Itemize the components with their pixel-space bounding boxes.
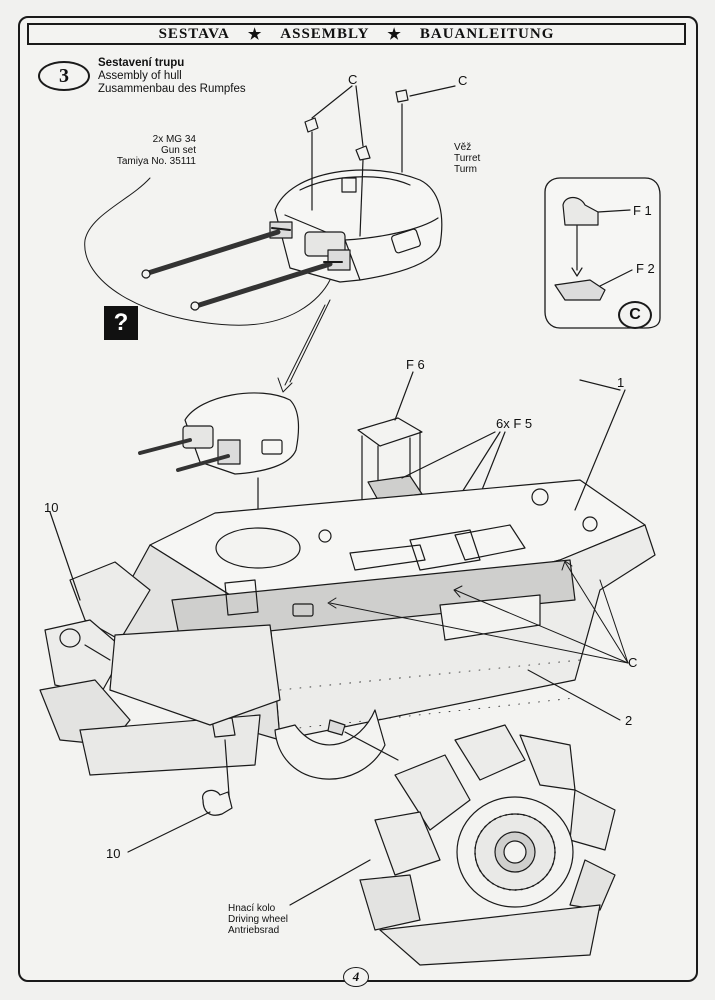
part-1-label: 1 bbox=[617, 375, 625, 390]
detail-c-box bbox=[544, 177, 661, 329]
header-title-en: ASSEMBLY bbox=[280, 25, 370, 42]
part-f6-label: F 6 bbox=[406, 357, 425, 372]
part-c-label: C bbox=[348, 72, 358, 87]
step-title-en: Assembly of hull bbox=[98, 70, 182, 82]
detail-c-badge: C bbox=[618, 301, 652, 329]
step-title-cz: Sestavení trupu bbox=[98, 57, 185, 69]
header-bar: SESTAVA ★ ASSEMBLY ★ BAUANLEITUNG bbox=[27, 23, 686, 45]
page-number: 4 bbox=[343, 967, 369, 987]
part-10-label: 10 bbox=[44, 500, 59, 515]
driving-wheel-cz: Hnací kolo bbox=[228, 903, 276, 914]
turret-label-de: Turm bbox=[454, 164, 477, 175]
step-title-de: Zusammenbau des Rumpfes bbox=[98, 83, 246, 95]
part-10-label: 10 bbox=[106, 846, 121, 861]
turret-label: Věž Turret Turm bbox=[454, 142, 480, 175]
hull-front-plate bbox=[109, 624, 281, 726]
part-10-lower bbox=[127, 789, 233, 853]
header-star-icon: ★ bbox=[387, 26, 402, 43]
part-2-label: 2 bbox=[625, 713, 633, 728]
driving-wheel-de: Antriebsrad bbox=[228, 925, 280, 936]
part-c-label: C bbox=[458, 73, 468, 88]
driving-wheel-en: Driving wheel bbox=[228, 914, 289, 925]
turret-label-cz: Věž bbox=[454, 142, 472, 153]
driving-wheel-drawing bbox=[289, 724, 616, 966]
gun-set-line2: Gun set bbox=[160, 145, 196, 156]
gun-set-label: 2x MG 34 Gun set Tamiya No. 35111 bbox=[116, 134, 196, 167]
gun-set-line3: Tamiya No. 35111 bbox=[116, 156, 196, 167]
step-title: Sestavení trupu Assembly of hull Zusamme… bbox=[98, 57, 246, 96]
header-title-de: BAUANLEITUNG bbox=[419, 25, 555, 42]
rivet-rows bbox=[279, 659, 581, 731]
turret-label-en: Turret bbox=[454, 153, 481, 164]
header-title-cz: SESTAVA bbox=[158, 25, 230, 42]
upper-turret bbox=[141, 85, 456, 311]
gun-set-line1: 2x MG 34 bbox=[152, 134, 196, 145]
part-c-label: C bbox=[628, 655, 638, 670]
fender-arc bbox=[274, 709, 386, 780]
part-f2-label: F 2 bbox=[636, 261, 655, 276]
driving-wheel-label: Hnací kolo Driving wheel Antriebsrad bbox=[228, 903, 288, 936]
step-number-badge: 3 bbox=[38, 61, 90, 91]
lower-turret bbox=[138, 392, 300, 551]
part-f5-label: 6x F 5 bbox=[496, 416, 533, 431]
gun-set-callout-curve bbox=[84, 177, 331, 326]
part-f1-label: F 1 bbox=[633, 203, 652, 218]
question-mark-icon: ? bbox=[104, 306, 138, 340]
header-star-icon: ★ bbox=[247, 26, 263, 43]
c-arrows-hull bbox=[327, 560, 629, 721]
